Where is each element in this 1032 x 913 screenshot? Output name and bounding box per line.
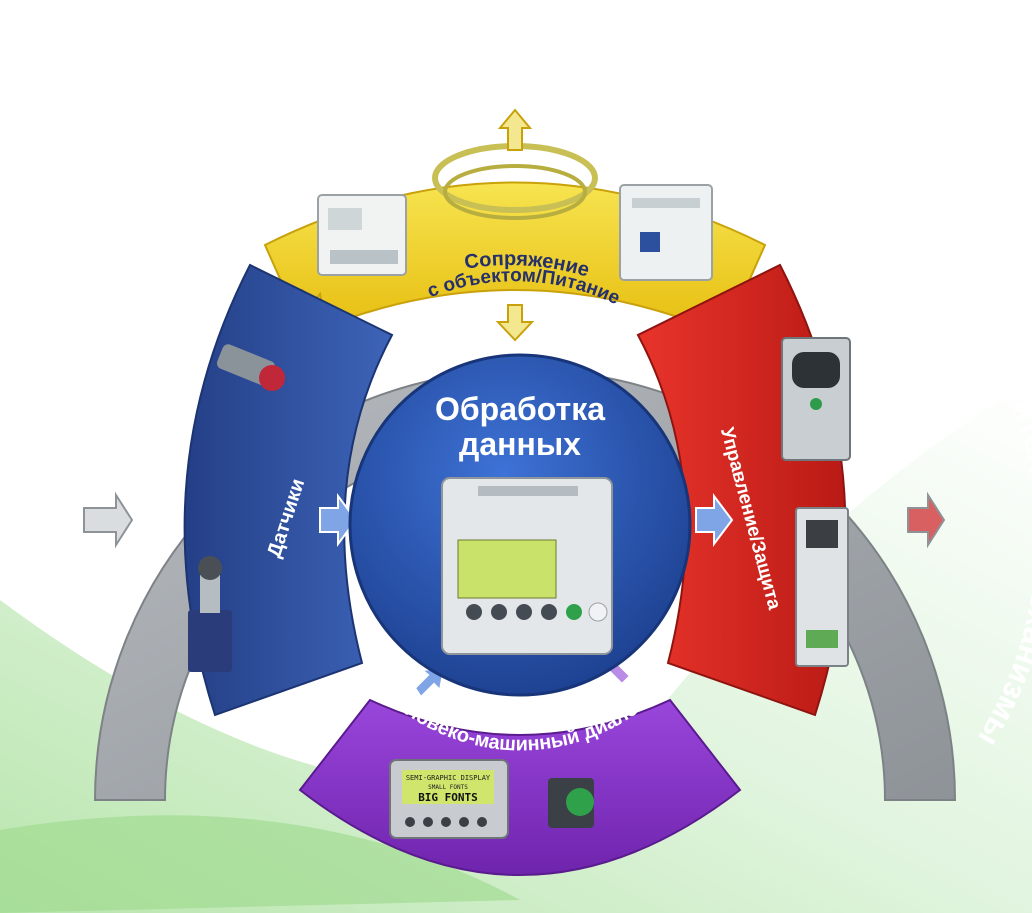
hmi-display-line-2: SMALL FONTS xyxy=(428,784,468,791)
outer-ring-output-arrow-icon xyxy=(907,491,946,549)
center-to-control-arrow-icon xyxy=(695,493,734,547)
limit-switch-image xyxy=(188,556,232,672)
background-green-band xyxy=(0,815,520,913)
outer-ring-input-arrow-icon xyxy=(83,491,134,549)
sensors-to-center-arrow-icon xyxy=(319,493,358,547)
smart-relay-image xyxy=(441,477,613,655)
center-to-hmi-arrow-icon xyxy=(413,666,446,699)
segment-sensors xyxy=(183,263,394,717)
proximity-sensor-image xyxy=(216,344,285,391)
variable-speed-drive-image xyxy=(781,337,851,461)
center-title-line-1: Обработка xyxy=(435,391,605,427)
down-arrow-icon xyxy=(495,304,535,342)
terminal-block-image xyxy=(317,194,407,276)
hmi-display-line-1: SEMI-GRAPHIC DISPLAY xyxy=(406,774,491,782)
push-button-image xyxy=(548,778,594,828)
center-title-line-2: данных xyxy=(459,426,581,462)
background-green-swoosh xyxy=(0,380,1032,913)
up-arrow-icon xyxy=(497,108,533,151)
hmi-display-line-3: BIG FONTS xyxy=(418,791,478,804)
power-supply-image xyxy=(619,184,713,281)
motor-starter-image xyxy=(795,507,849,667)
hmi-display-device: SEMI-GRAPHIC DISPLAY SMALL FONTS BIG FON… xyxy=(389,759,509,839)
